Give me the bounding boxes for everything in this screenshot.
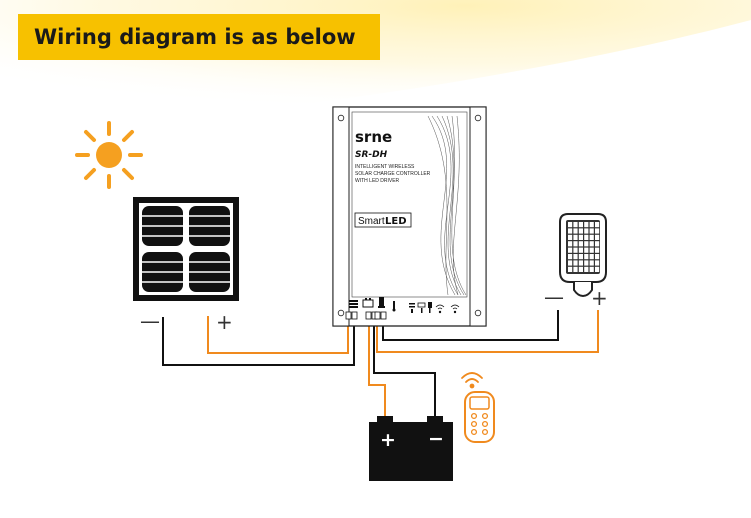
smartled-logo-suffix: LED: [385, 216, 407, 227]
controller-model: SR-DH: [355, 150, 388, 160]
led-cell: [568, 247, 573, 253]
led-cell: [595, 247, 600, 253]
led-cell: [578, 241, 583, 247]
panel-indicator-icon: [409, 303, 415, 313]
battery-positive-wire: [368, 318, 386, 420]
led-cell: [589, 247, 594, 253]
led-cell: [573, 247, 578, 253]
sensor-terminal-icon: [392, 301, 396, 312]
led-cell: [573, 234, 578, 240]
battery-negative-sign: −: [428, 428, 444, 450]
led-cell: [568, 254, 573, 260]
led-cell: [568, 266, 573, 272]
led-cell: [578, 234, 583, 240]
led-cell: [584, 260, 589, 266]
led-cell: [595, 266, 600, 272]
led-cell: [584, 228, 589, 234]
light-negative-wire: [382, 310, 559, 341]
led-grid: [568, 222, 600, 272]
wires: [162, 310, 599, 420]
led-cell: [584, 234, 589, 240]
led-cell: [595, 234, 600, 240]
led-cell: [573, 254, 578, 260]
led-cell: [568, 260, 573, 266]
led-cell: [584, 247, 589, 253]
led-cell: [589, 254, 594, 260]
led-cell: [589, 234, 594, 240]
smartled-logo-prefix: Smart: [358, 216, 385, 227]
led-cell: [568, 222, 573, 228]
title-banner: Wiring diagram is as below: [18, 14, 380, 60]
terminal-icons: [349, 297, 460, 314]
battery-icon: + −: [369, 416, 453, 481]
solar-panel-negative-sign: —: [140, 309, 160, 333]
led-cell: [589, 222, 594, 228]
led-cell: [573, 222, 578, 228]
decorative-waves: [427, 115, 467, 296]
led-cell: [578, 260, 583, 266]
led-cell: [584, 254, 589, 260]
charge-controller: srne SR-DH INTELLIGENT WIRELESS SOLAR CH…: [332, 106, 487, 327]
led-cell: [578, 266, 583, 272]
panel-positive-wire: [207, 316, 349, 354]
wireless-signal-icon: [461, 372, 483, 389]
led-cell: [578, 247, 583, 253]
led-cell: [573, 260, 578, 266]
controller-description-line-3: WITH LED DRIVER: [355, 178, 400, 184]
led-cell: [595, 228, 600, 234]
wifi-icon: [450, 304, 460, 314]
light-positive-wire: [376, 310, 599, 353]
led-cell: [595, 222, 600, 228]
led-cell: [578, 254, 583, 260]
battery-terminal-icon: [362, 298, 374, 308]
led-cell: [589, 241, 594, 247]
led-cell: [584, 266, 589, 272]
led-cell: [595, 241, 600, 247]
load-terminal-icon: [378, 297, 385, 308]
load-indicator-icon: [428, 302, 432, 313]
sun-icon: [75, 121, 143, 189]
solar-panel-positive-sign: +: [216, 310, 233, 334]
controller-brand: srne: [355, 128, 392, 146]
led-cell: [573, 266, 578, 272]
led-cell: [584, 241, 589, 247]
led-cell: [589, 260, 594, 266]
led-cell: [568, 241, 573, 247]
led-cell: [568, 228, 573, 234]
led-cell: [589, 266, 594, 272]
led-cell: [578, 228, 583, 234]
led-cell: [573, 228, 578, 234]
controller-description-line-1: INTELLIGENT WIRELESS: [355, 164, 415, 170]
battery-positive-sign: +: [380, 429, 396, 451]
banner-title: Wiring diagram is as below: [34, 25, 356, 49]
led-cell: [584, 222, 589, 228]
smartled-logo: Smart LED: [354, 212, 412, 228]
led-cell: [578, 222, 583, 228]
remote-control-icon: [461, 372, 495, 443]
panel-terminal-icon: [349, 300, 358, 308]
street-light-positive-sign: +: [591, 286, 608, 310]
street-light-negative-sign: —: [544, 285, 564, 309]
led-cell: [568, 234, 573, 240]
led-cell: [589, 228, 594, 234]
controller-description-line-2: SOLAR CHARGE CONTROLLER: [355, 171, 431, 177]
battery-indicator-icon: [417, 302, 426, 313]
led-cell: [595, 260, 600, 266]
wifi-icon: [435, 304, 445, 314]
solar-panel-icon: — +: [133, 197, 239, 334]
terminal-pins: [345, 311, 387, 320]
led-cell: [573, 241, 578, 247]
panel-negative-wire: [162, 317, 355, 366]
street-light-icon: — +: [544, 213, 608, 310]
battery-negative-wire: [373, 318, 436, 418]
led-cell: [595, 254, 600, 260]
